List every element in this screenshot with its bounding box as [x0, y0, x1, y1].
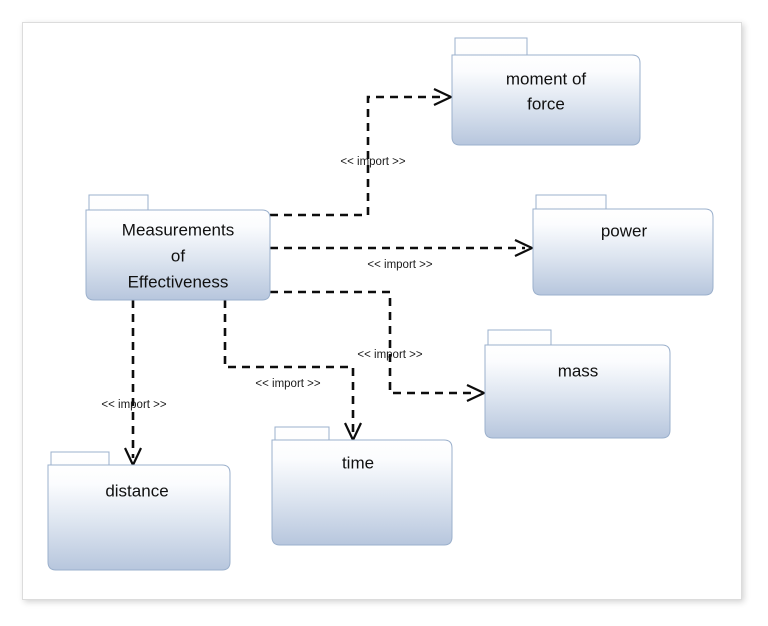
connector-label-moment-of-force: << import >>	[340, 156, 405, 168]
package-tab-mass	[487, 329, 552, 348]
package-distance[interactable]: distance	[47, 451, 231, 571]
package-tab-moment-of-force	[454, 37, 528, 57]
package-body-power	[532, 208, 714, 296]
package-measurements-of-effectiveness[interactable]: Measurements of Effectiveness	[85, 194, 271, 301]
package-name-mass: mass	[558, 361, 599, 380]
package-name-moe-line2: of	[171, 246, 185, 265]
connector-moe-to-moment-of-force[interactable]: << import >>	[270, 88, 454, 217]
package-power[interactable]: power	[532, 194, 714, 296]
package-body-time	[271, 439, 453, 546]
package-name-moe-line1: Measurements	[122, 220, 234, 239]
connector-moe-to-power[interactable]: << import >>	[270, 239, 535, 271]
package-name-time: time	[342, 453, 374, 472]
package-mass[interactable]: mass	[484, 329, 671, 439]
package-time[interactable]: time	[271, 426, 453, 546]
connector-label-mass: << import >>	[357, 349, 422, 361]
package-name-moe-line3: Effectiveness	[128, 272, 229, 291]
connector-moe-to-mass[interactable]: << import >>	[270, 290, 487, 402]
connector-moe-to-distance[interactable]: << import >>	[101, 300, 167, 468]
package-name-moment-of-force-line2: force	[527, 94, 565, 113]
package-body-distance	[47, 464, 231, 571]
package-name-power: power	[601, 221, 648, 240]
package-tab-measurements-of-effectiveness	[88, 194, 149, 213]
package-body-moment-of-force	[451, 54, 641, 146]
connector-label-distance: << import >>	[101, 399, 166, 411]
package-body-mass	[484, 344, 671, 439]
connector-label-power: << import >>	[367, 259, 432, 271]
package-body-measurements-of-effectiveness	[85, 209, 271, 301]
connector-moe-to-time[interactable]: << import >>	[223, 300, 362, 443]
package-name-distance: distance	[105, 481, 168, 500]
package-moment-of-force[interactable]: moment of force	[451, 37, 641, 146]
connector-label-time: << import >>	[255, 378, 320, 390]
package-name-moment-of-force-line1: moment of	[506, 69, 587, 88]
